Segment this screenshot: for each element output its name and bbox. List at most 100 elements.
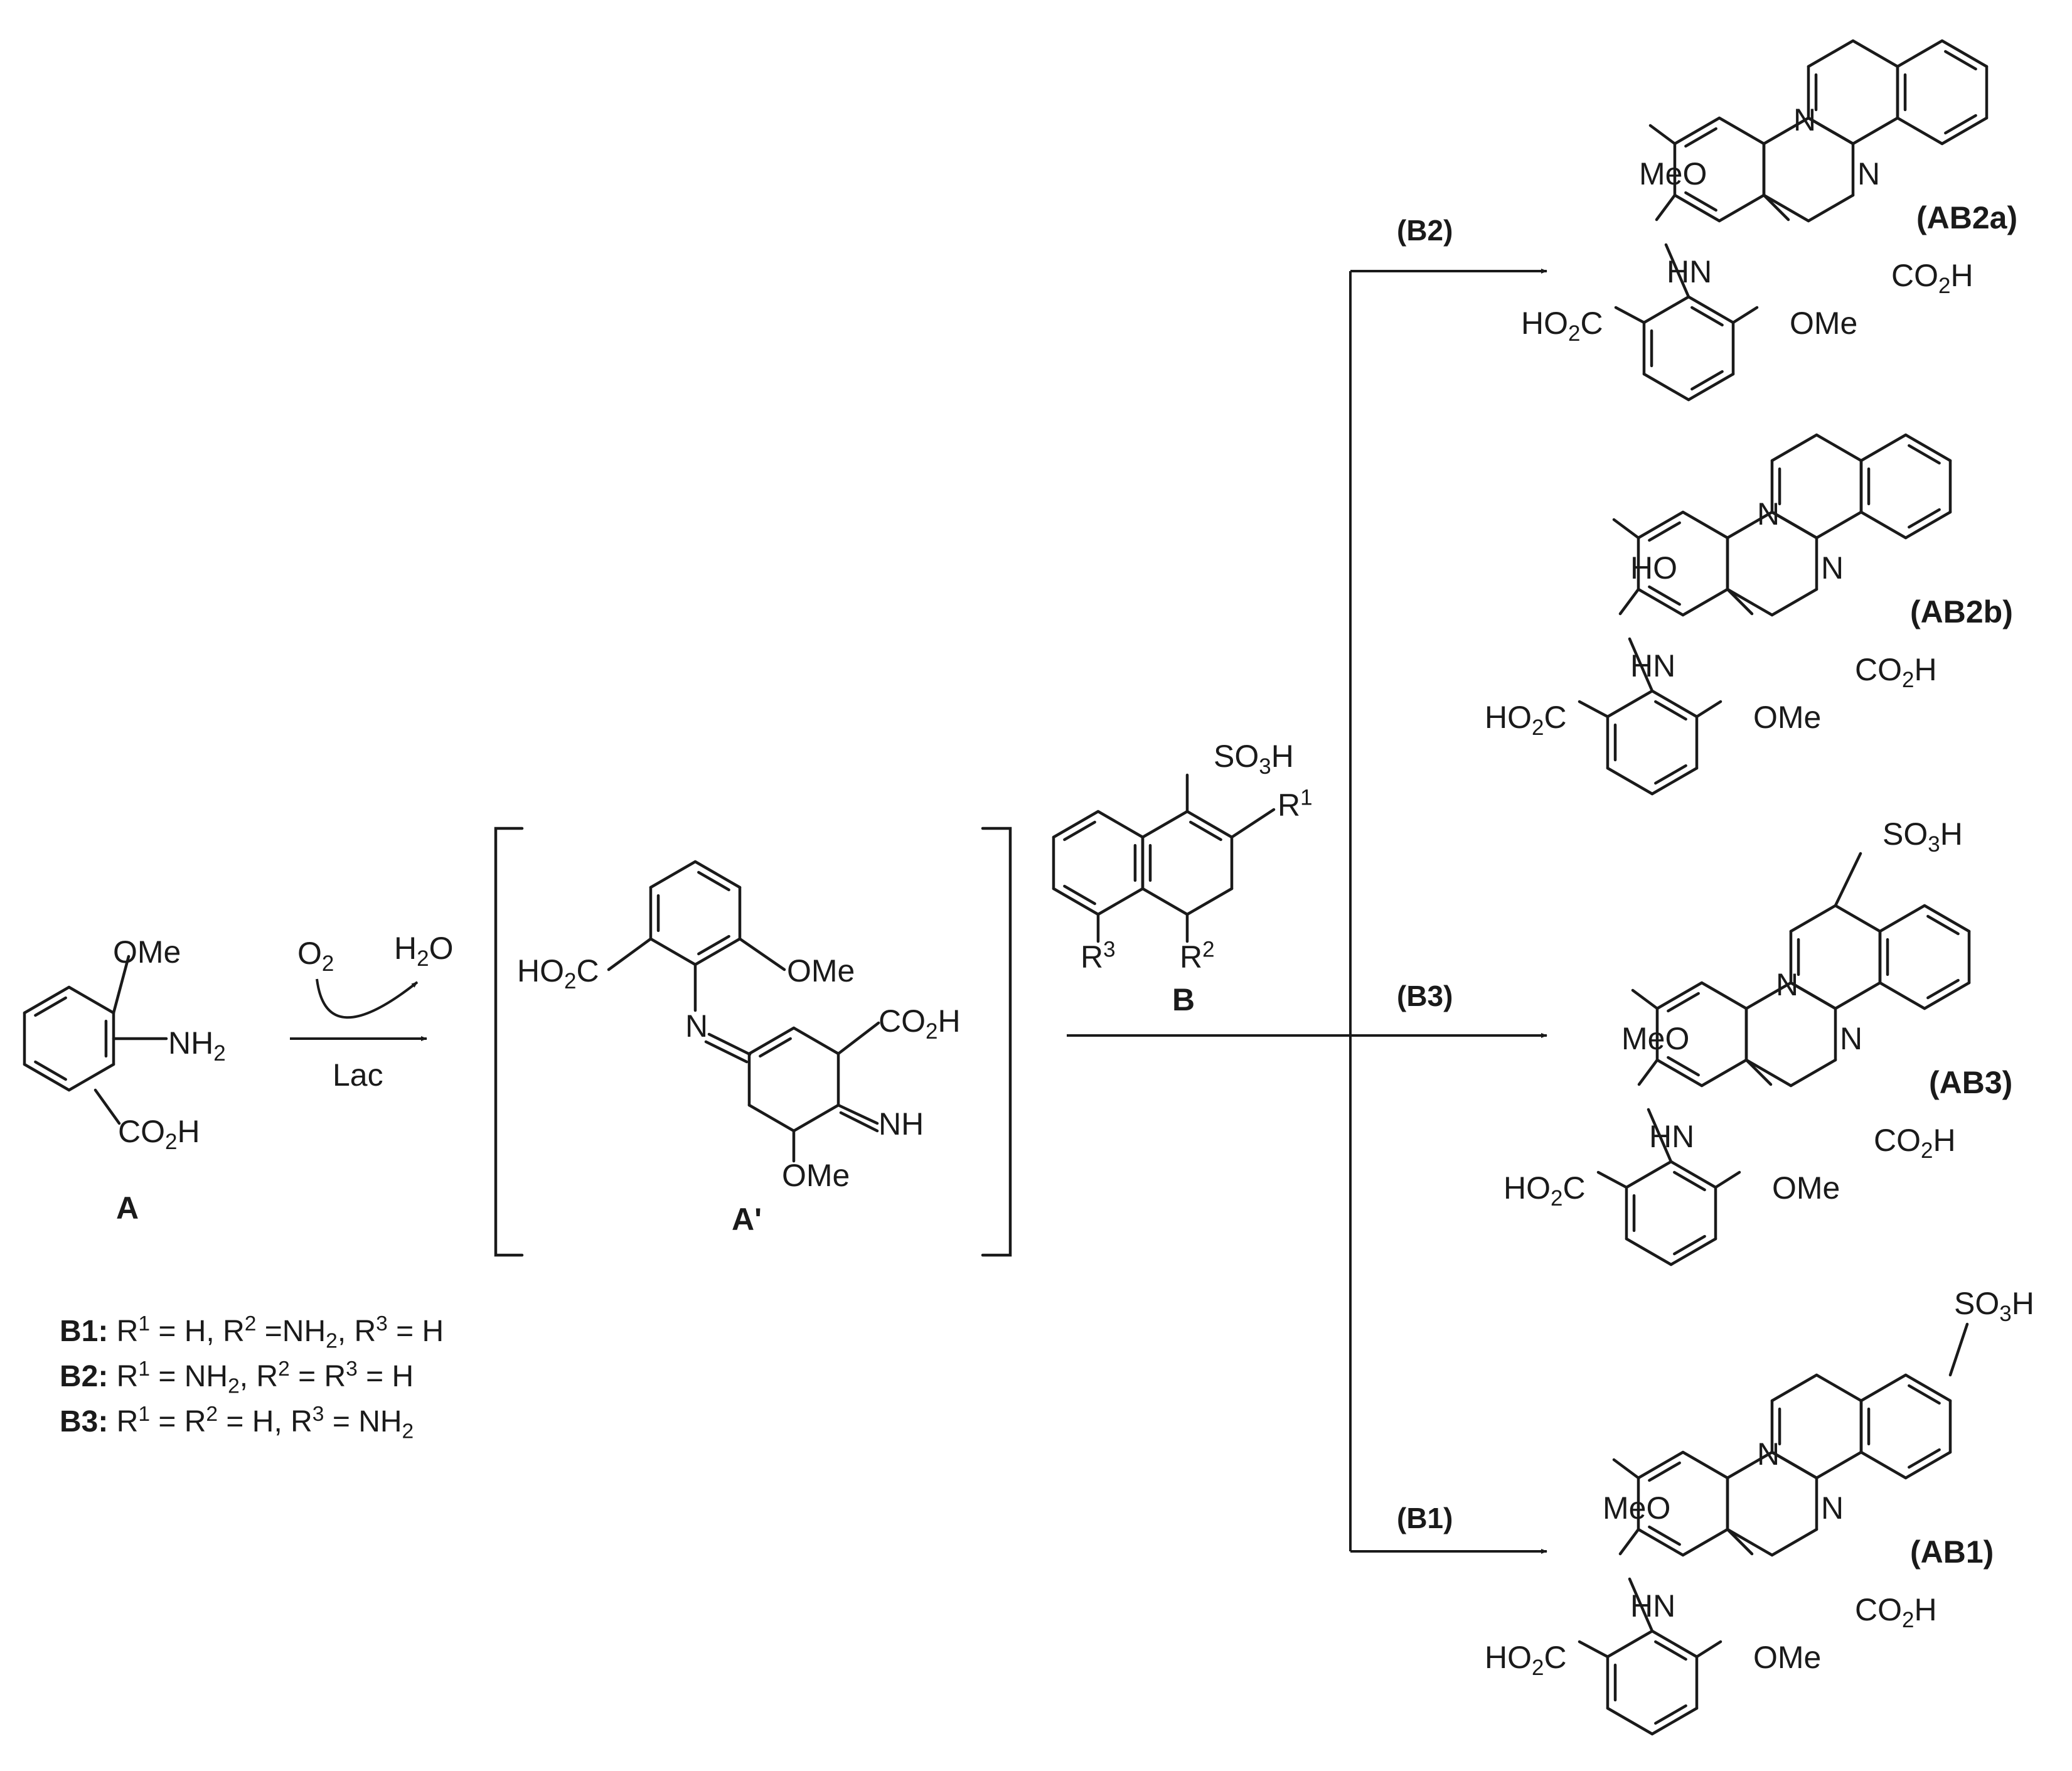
ab1-ring-core-bond (1681, 1528, 1729, 1557)
ab3-ring-aniline-bond (1625, 1160, 1673, 1189)
ab2b-ring-naph-outer-double-bond (1908, 444, 1941, 465)
right-bracket (981, 827, 1012, 1257)
ab1-nh-bond (1618, 1528, 1640, 1556)
ab1-ring-naph-outer-bond (1859, 1450, 1908, 1480)
ab3-ring-naph-lower-bond (1834, 981, 1882, 1010)
a-ring-bond (67, 1062, 115, 1092)
ab2b-ring-naph-outer-bond (1904, 510, 1952, 540)
ab1-ring-aniline-double-bond (1654, 1640, 1687, 1661)
compound-ab3-label: (AB3) (1929, 1065, 2013, 1100)
ab2b-ho-label: HO (1630, 550, 1677, 586)
ab3-ring-core-double-bond (1667, 992, 1700, 1013)
ab3-nh-bond (1637, 1058, 1659, 1086)
ab2a-ring-aniline-double-bond (1690, 370, 1724, 391)
b-r2-label: R2 (1180, 937, 1215, 975)
ab1-ome-label: OMe (1753, 1640, 1822, 1675)
ap-ho2c-label: HO2C (517, 953, 599, 993)
ab2a-co2h-bond (1762, 193, 1790, 222)
ab3-ome-label: OMe (1772, 1170, 1840, 1206)
ab2a-ring-pyrazine-bond (1807, 193, 1855, 223)
ab3-ring-naph-outer-double-bond (1926, 978, 1960, 1000)
a-ring-bond (67, 985, 115, 1015)
ab2b-co2h-label: CO2H (1855, 652, 1937, 692)
ap-imine-bond (707, 1032, 752, 1056)
b-ring-left-bond (1096, 810, 1145, 839)
ab2a-co2h-label: CO2H (1891, 258, 1973, 298)
ab2a-ring-core-bond (1673, 116, 1721, 146)
a-ring-bond (23, 985, 71, 1015)
ab2a-ring-naph-outer-double-bond (1944, 50, 1977, 71)
ab2a-ring-aniline-bond (1642, 295, 1690, 324)
ab2a-nh-aryl-bond (1664, 243, 1690, 299)
ap-imine-double-bond (704, 1040, 749, 1064)
ab1-ring-naph-lower-bond (1815, 1373, 1863, 1403)
ab2a-meo-label: MeO (1639, 156, 1707, 191)
ap-aryl-ring-bond (649, 860, 697, 889)
ab2b-ring-core-bond (1681, 587, 1729, 617)
ab2b-ring-naph-lower-bond (1770, 433, 1818, 463)
ab1-ring-naph-outer-bond (1904, 1373, 1952, 1403)
ab2a-n-bottom-label: N (1857, 156, 1881, 191)
a-co2h-bond (93, 1088, 121, 1125)
water-label: H2O (394, 931, 454, 971)
b-ring-right-bond (1185, 810, 1234, 839)
ab3-ring-core-bond (1655, 1058, 1704, 1088)
ab2a-ring-core-double-bond (1684, 191, 1717, 212)
ab3-ring-pyrazine-bond (1744, 1058, 1793, 1088)
b-r3-label: R3 (1081, 937, 1116, 975)
ab2b-ring-aniline-double-bond (1654, 764, 1687, 785)
ab1-meo-label: MeO (1603, 1490, 1671, 1526)
b-ring-left-double-bond (1063, 820, 1096, 842)
ab3-ho2c-label: HO2C (1503, 1170, 1586, 1211)
ab2a-ring-naph-lower-bond (1851, 116, 1899, 146)
ab2a-ring-core-bond (1717, 116, 1766, 146)
ab3-nh-aryl-bond (1647, 1108, 1673, 1164)
ab1-nh-aryl-bond (1628, 1577, 1654, 1633)
b-ring-left-double-bond (1063, 884, 1096, 906)
ab3-ring-naph-lower-bond (1834, 904, 1882, 933)
ab2a-ring-aniline-bond (1687, 372, 1735, 402)
ab1-so3h-bond (1948, 1322, 1969, 1377)
ap-quinone-ring-bond (792, 1026, 840, 1056)
ab1-ring-pyrazine-bond (1726, 1528, 1774, 1557)
b-ring-right-double-bond (1189, 820, 1222, 842)
ab1-hn-label: HN (1630, 1588, 1676, 1624)
definition-b2: B2: R1 = NH2, R2 = R3 = H (60, 1357, 414, 1398)
ab2b-ho2c-label: HO2C (1485, 700, 1567, 740)
ab3-ring-aniline-bond (1669, 1237, 1717, 1266)
a-ring-double-bond (34, 1060, 67, 1081)
b-ring-left-bond (1052, 810, 1100, 839)
ab3-ring-naph-lower-bond (1789, 981, 1837, 1010)
ab2b-ring-pyrazine-bond (1726, 510, 1774, 540)
left-bracket (494, 827, 524, 1257)
ab2b-ring-aniline-double-bond (1654, 700, 1687, 721)
a-nh2-label: NH2 (168, 1025, 226, 1066)
ab3-ring-core-double-bond (1667, 1056, 1700, 1077)
ab2b-o-bond (1612, 518, 1640, 540)
ab1-ring-aniline-bond (1650, 1706, 1699, 1736)
ab2a-ring-naph-outer-bond (1940, 116, 1989, 146)
ab2b-ring-naph-lower-bond (1770, 510, 1818, 540)
ab3-o-bond (1631, 988, 1659, 1010)
ap-quinone-ring-double-bond (759, 1037, 792, 1058)
water-release-curve (316, 978, 419, 1019)
ab3-ring-aniline-double-bond (1673, 1170, 1706, 1192)
a-ome-bond (112, 955, 131, 1015)
compound-ab2b-label: (AB2b) (1910, 594, 2013, 629)
ap-co2h-bond (607, 937, 653, 971)
ab2a-ring-pyrazine-bond (1762, 193, 1810, 223)
ab1-n-top-label: N (1757, 1437, 1780, 1472)
ab1-ring-aniline-bond (1650, 1629, 1699, 1659)
ab2b-ome-bond (1695, 700, 1722, 719)
b-so3h-label: SO3H (1214, 739, 1294, 779)
definition-b1: B1: R1 = H, R2 =NH2, R3 = H (60, 1312, 444, 1353)
ab1-o-bond (1612, 1458, 1640, 1480)
compound-ab1-label: (AB1) (1910, 1534, 1994, 1570)
ab3-n-bottom-label: N (1840, 1021, 1863, 1056)
ab2a-hn-label: HN (1667, 254, 1712, 289)
ab1-ring-core-double-bond (1648, 1525, 1681, 1546)
ab3-ring-pyrazine-bond (1789, 1058, 1837, 1088)
ap-aryl-ring-double-bond (697, 934, 730, 956)
a-ring-bond (23, 1062, 71, 1092)
